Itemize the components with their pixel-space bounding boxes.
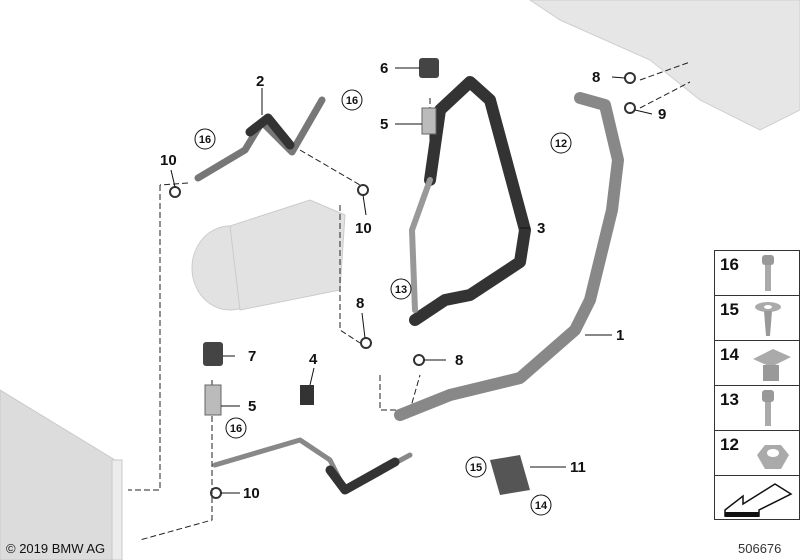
callout-8: 8 (592, 69, 600, 86)
circled-callout-16: 16 (199, 134, 211, 146)
hose-lines (194, 76, 624, 495)
hvac-unit (529, 0, 800, 131)
small-parts (169, 58, 636, 499)
direction-arrow-icon (724, 483, 793, 517)
legend-item: 16 (714, 250, 800, 295)
callout-10: 10 (243, 485, 260, 502)
legend-label: 15 (720, 300, 739, 319)
callout-labels: 2 3 1 4 5 5 6 7 8 8 8 9 10 10 10 11 (160, 60, 666, 502)
parts-legend: 16 15 14 13 12 (714, 250, 800, 520)
callout-7: 7 (248, 348, 256, 365)
circled-callout-12: 12 (555, 138, 567, 150)
line-3 (409, 76, 531, 326)
legend-item: 13 (714, 385, 800, 430)
line-2 (194, 96, 326, 182)
clip-nut-icon (753, 349, 791, 381)
callout-5: 5 (248, 398, 256, 415)
copyright: © 2019 BMW AG (6, 541, 106, 556)
washer-screw-icon (755, 302, 781, 336)
legend-item: 14 (714, 340, 800, 385)
circled-callouts (194, 89, 572, 516)
legend-label: 14 (720, 345, 739, 364)
callout-6: 6 (380, 60, 388, 77)
callout-11: 11 (570, 459, 586, 476)
bolt-icon (762, 390, 774, 426)
circled-callout-13: 13 (395, 284, 407, 296)
condenser (0, 389, 123, 560)
legend-label: 16 (720, 255, 739, 274)
legend-item: 15 (714, 295, 800, 340)
circled-callout-16: 16 (346, 95, 358, 107)
callout-2: 2 (256, 73, 264, 90)
legend-label: 13 (720, 390, 739, 409)
callout-5: 5 (380, 116, 388, 133)
callout-10: 10 (160, 152, 177, 169)
legend-label: 12 (720, 435, 739, 454)
leader-lines (128, 61, 691, 541)
callout-4: 4 (309, 351, 318, 368)
callout-3: 3 (537, 220, 545, 237)
callout-8: 8 (455, 352, 463, 369)
callout-leaders (170, 67, 653, 494)
line-1 (394, 92, 624, 421)
hex-nut-icon (757, 445, 789, 469)
legend-item: 12 (714, 430, 800, 475)
compressor (191, 199, 346, 311)
bolt-icon (762, 255, 774, 291)
callout-8: 8 (356, 295, 364, 312)
callout-9: 9 (658, 106, 666, 123)
circled-callout-16: 16 (230, 423, 242, 435)
circled-callout-15: 15 (470, 462, 482, 474)
document-number: 506676 (738, 541, 782, 556)
callout-10: 10 (355, 220, 372, 237)
circled-callout-14: 14 (535, 500, 548, 512)
callout-1: 1 (616, 327, 624, 344)
legend-item (714, 475, 800, 520)
